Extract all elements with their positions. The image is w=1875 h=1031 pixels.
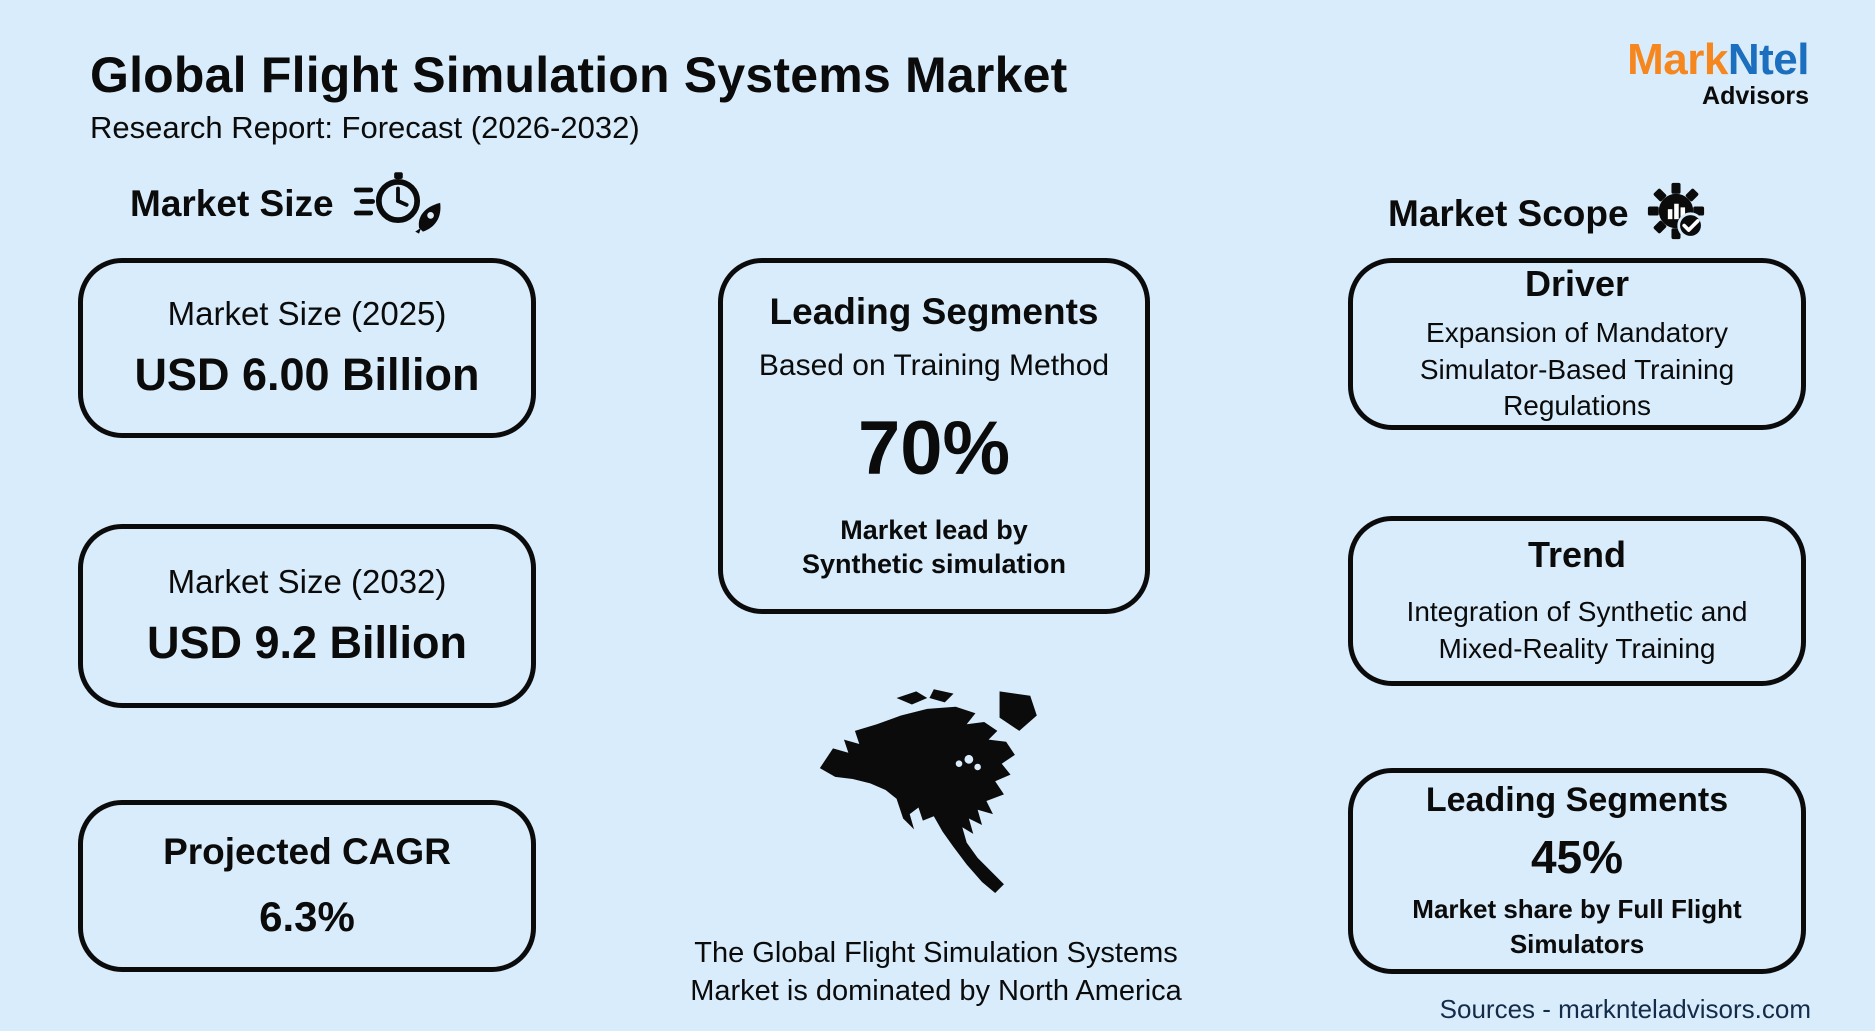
leading-segments-title: Leading Segments (769, 290, 1099, 332)
leading-segments-share-text: Market share by Full Flight Simulators (1412, 894, 1742, 959)
gear-check-icon (1647, 182, 1705, 245)
page-title: Global Flight Simulation Systems Market (90, 47, 1068, 103)
market-size-2025-card: Market Size (2025) USD 6.00 Billion (78, 258, 536, 438)
market-scope-label: Market Scope (1388, 192, 1629, 234)
trend-card: Trend Integration of Synthetic and Mixed… (1348, 516, 1806, 686)
logo-mark-text: Mark (1627, 35, 1728, 84)
stopwatch-rocket-icon (352, 168, 444, 239)
logo-ntel-text: Ntel (1727, 35, 1810, 84)
driver-text: Expansion of Mandatory Simulator-Based T… (1419, 316, 1735, 422)
projected-cagr-card: Projected CAGR 6.3% (78, 800, 536, 972)
leading-segments-share-value: 45% (1530, 831, 1624, 884)
trend-title: Trend (1527, 534, 1626, 576)
leading-segments-share-title: Leading Segments (1425, 781, 1729, 820)
leading-segments-share-card: Leading Segments 45% Market share by Ful… (1348, 768, 1806, 974)
markntel-logo: MarkNtel Advisors (1627, 38, 1809, 109)
leading-segments-subtitle: Based on Training Method (758, 348, 1110, 382)
market-size-2032-card: Market Size (2032) USD 9.2 Billion (78, 524, 536, 708)
map-caption: The Global Flight Simulation Systems Mar… (690, 937, 1182, 1008)
market-size-section-header: Market Size (130, 168, 444, 239)
page-subtitle: Research Report: Forecast (2026-2032) (90, 110, 640, 145)
driver-card: Driver Expansion of Mandatory Simulator-… (1348, 258, 1806, 430)
projected-cagr-title: Projected CAGR (163, 831, 451, 872)
logo-advisors-text: Advisors (1702, 82, 1809, 110)
logo-wordmark: MarkNtel (1627, 38, 1809, 82)
market-size-2032-value: USD 9.2 Billion (146, 617, 468, 668)
market-scope-section-header: Market Scope (1388, 182, 1705, 245)
driver-title: Driver (1524, 262, 1630, 304)
leading-segments-value: 70% (857, 405, 1011, 491)
market-size-2025-title: Market Size (2025) (167, 295, 447, 332)
market-size-2032-title: Market Size (2032) (167, 563, 447, 600)
north-america-map-icon (800, 689, 1072, 926)
market-size-label: Market Size (130, 182, 334, 224)
market-size-2025-value: USD 6.00 Billion (134, 349, 480, 400)
projected-cagr-value: 6.3% (259, 893, 355, 940)
leading-segments-caption: Market lead by Synthetic simulation (801, 514, 1067, 579)
leading-segments-card: Leading Segments Based on Training Metho… (718, 258, 1150, 614)
sources-text: Sources - marknteladvisors.com (1439, 994, 1811, 1024)
trend-text: Integration of Synthetic and Mixed-Reali… (1406, 596, 1748, 664)
